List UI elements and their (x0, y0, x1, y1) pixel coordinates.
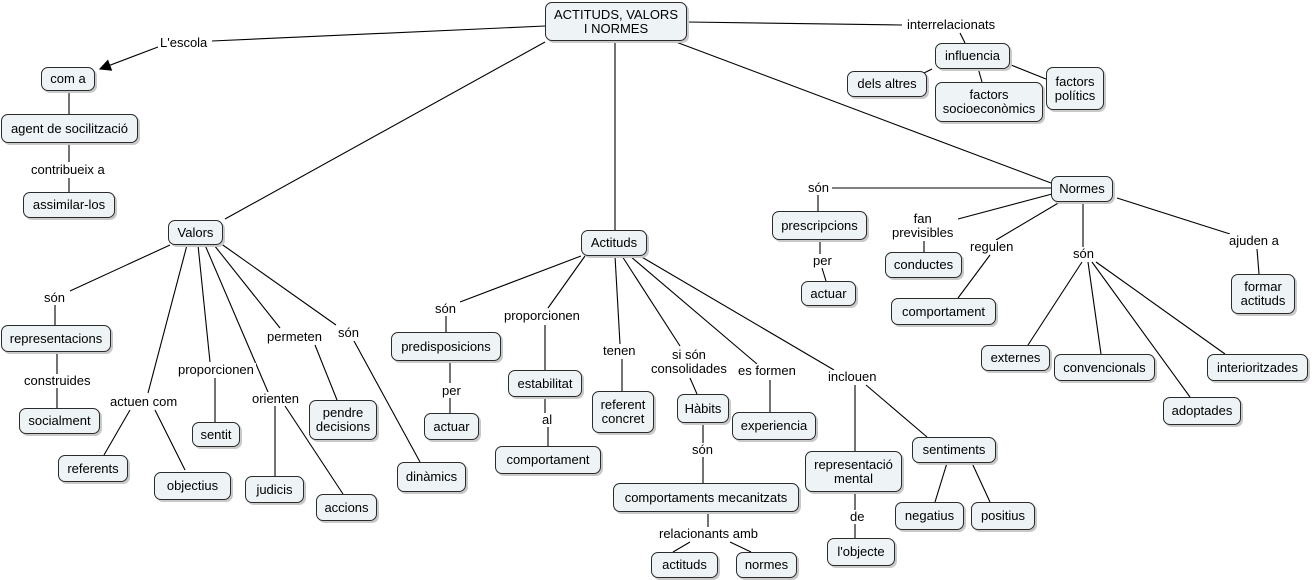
link-label-v-son1: són (42, 290, 67, 305)
node-com-a[interactable]: com a (41, 67, 95, 91)
node-negatius[interactable]: negatius (895, 502, 964, 530)
connector-lines (54, 21, 1260, 553)
node-dels-altres[interactable]: dels altres (847, 71, 927, 97)
node-conductes[interactable]: conductes (885, 252, 962, 278)
node-actituds[interactable]: Actituds (581, 230, 647, 256)
node-normes[interactable]: Normes (1051, 176, 1113, 202)
node-estabilitat[interactable]: estabilitat (508, 370, 582, 397)
link-label-regulen: regulen (968, 239, 1016, 254)
node-sentit[interactable]: sentit (192, 422, 240, 447)
node-accions[interactable]: accions (316, 494, 377, 521)
node-representacions[interactable]: representacions (1, 325, 111, 352)
link-label-es-formen: es formen (736, 363, 798, 378)
node-sentiments[interactable]: sentiments (912, 437, 996, 463)
node-socialment[interactable]: socialment (19, 408, 100, 434)
node-assimilar[interactable]: assimilar-los (23, 192, 115, 218)
link-label-construides: construides (22, 373, 93, 388)
node-dinamics[interactable]: dinàmics (397, 462, 466, 492)
node-prescripcions[interactable]: prescripcions (772, 211, 867, 240)
link-label-contribueix: contribueix a (29, 162, 107, 177)
node-comportament2[interactable]: comportament (891, 298, 996, 325)
link-label-fan-previsibles: fan previsibles (890, 211, 956, 240)
node-interioritzades[interactable]: interioritzades (1207, 354, 1308, 381)
link-label-lescola: L'escola (158, 35, 210, 50)
node-comportament1[interactable]: comportament (495, 446, 601, 474)
link-label-orienten: orienten (250, 391, 301, 406)
node-factors-soc[interactable]: factors socioeconòmics (935, 82, 1043, 122)
node-experiencia[interactable]: experiencia (732, 412, 816, 440)
link-label-n-son1: són (806, 180, 831, 195)
node-repr-mental[interactable]: representació mental (805, 451, 902, 492)
node-objectius[interactable]: objectius (154, 472, 231, 500)
node-actuar1[interactable]: actuar (424, 413, 479, 440)
node-adoptades[interactable]: adoptades (1163, 397, 1241, 425)
node-factors-pol[interactable]: factors polítics (1046, 67, 1104, 110)
link-label-relacionants: relacionants amb (657, 526, 760, 541)
link-label-h-son: són (690, 442, 715, 457)
node-judicis[interactable]: judicis (245, 476, 304, 503)
node-positius[interactable]: positius (971, 502, 1035, 530)
link-label-al: al (540, 412, 555, 427)
node-comp-mec[interactable]: comportaments mecanitzats (613, 483, 799, 512)
link-label-actuen-com: actuen com (108, 394, 180, 409)
link-label-n-son2: són (1071, 246, 1096, 261)
link-label-si-son: si són consolidades (649, 347, 729, 376)
node-influencia[interactable]: influencia (935, 43, 1010, 69)
node-formar[interactable]: formar actituds (1231, 274, 1295, 314)
node-valors[interactable]: Valors (168, 220, 223, 245)
node-predisposicions[interactable]: predisposicions (391, 332, 501, 361)
link-label-ajuden: ajuden a (1227, 233, 1281, 248)
node-referents[interactable]: referents (58, 455, 128, 482)
node-main[interactable]: ACTITUDS, VALORS I NORMES (545, 2, 687, 41)
link-label-permeten: permeten (265, 329, 324, 344)
link-label-inclouen: inclouen (826, 369, 879, 384)
link-label-v-proporcionen: proporcionen (176, 362, 256, 377)
link-label-a-son: són (433, 301, 458, 316)
node-agent[interactable]: agent de socilització (1, 114, 138, 143)
node-normes-small[interactable]: normes (736, 552, 797, 578)
link-label-interrelacionats: interrelacionats (905, 17, 998, 32)
node-objecte[interactable]: l'objecte (827, 538, 895, 566)
node-actituds2[interactable]: actituds (651, 552, 718, 578)
link-label-de: de (848, 509, 867, 524)
node-habits[interactable]: Hàbits (677, 394, 729, 423)
node-referent-concret[interactable]: referent concret (592, 391, 654, 433)
link-label-tenen: tenen (601, 343, 638, 358)
link-label-a-per: per (440, 383, 463, 398)
link-label-a-proporcionen: proporcionen (502, 308, 582, 323)
node-externes[interactable]: externes (981, 345, 1050, 371)
node-pendre[interactable]: pendre decisions (309, 400, 377, 440)
node-convencionals[interactable]: convencionals (1054, 354, 1155, 381)
link-label-n-per: per (811, 253, 834, 268)
node-actuar2[interactable]: actuar (801, 281, 856, 306)
link-label-v-son2: són (336, 325, 361, 340)
